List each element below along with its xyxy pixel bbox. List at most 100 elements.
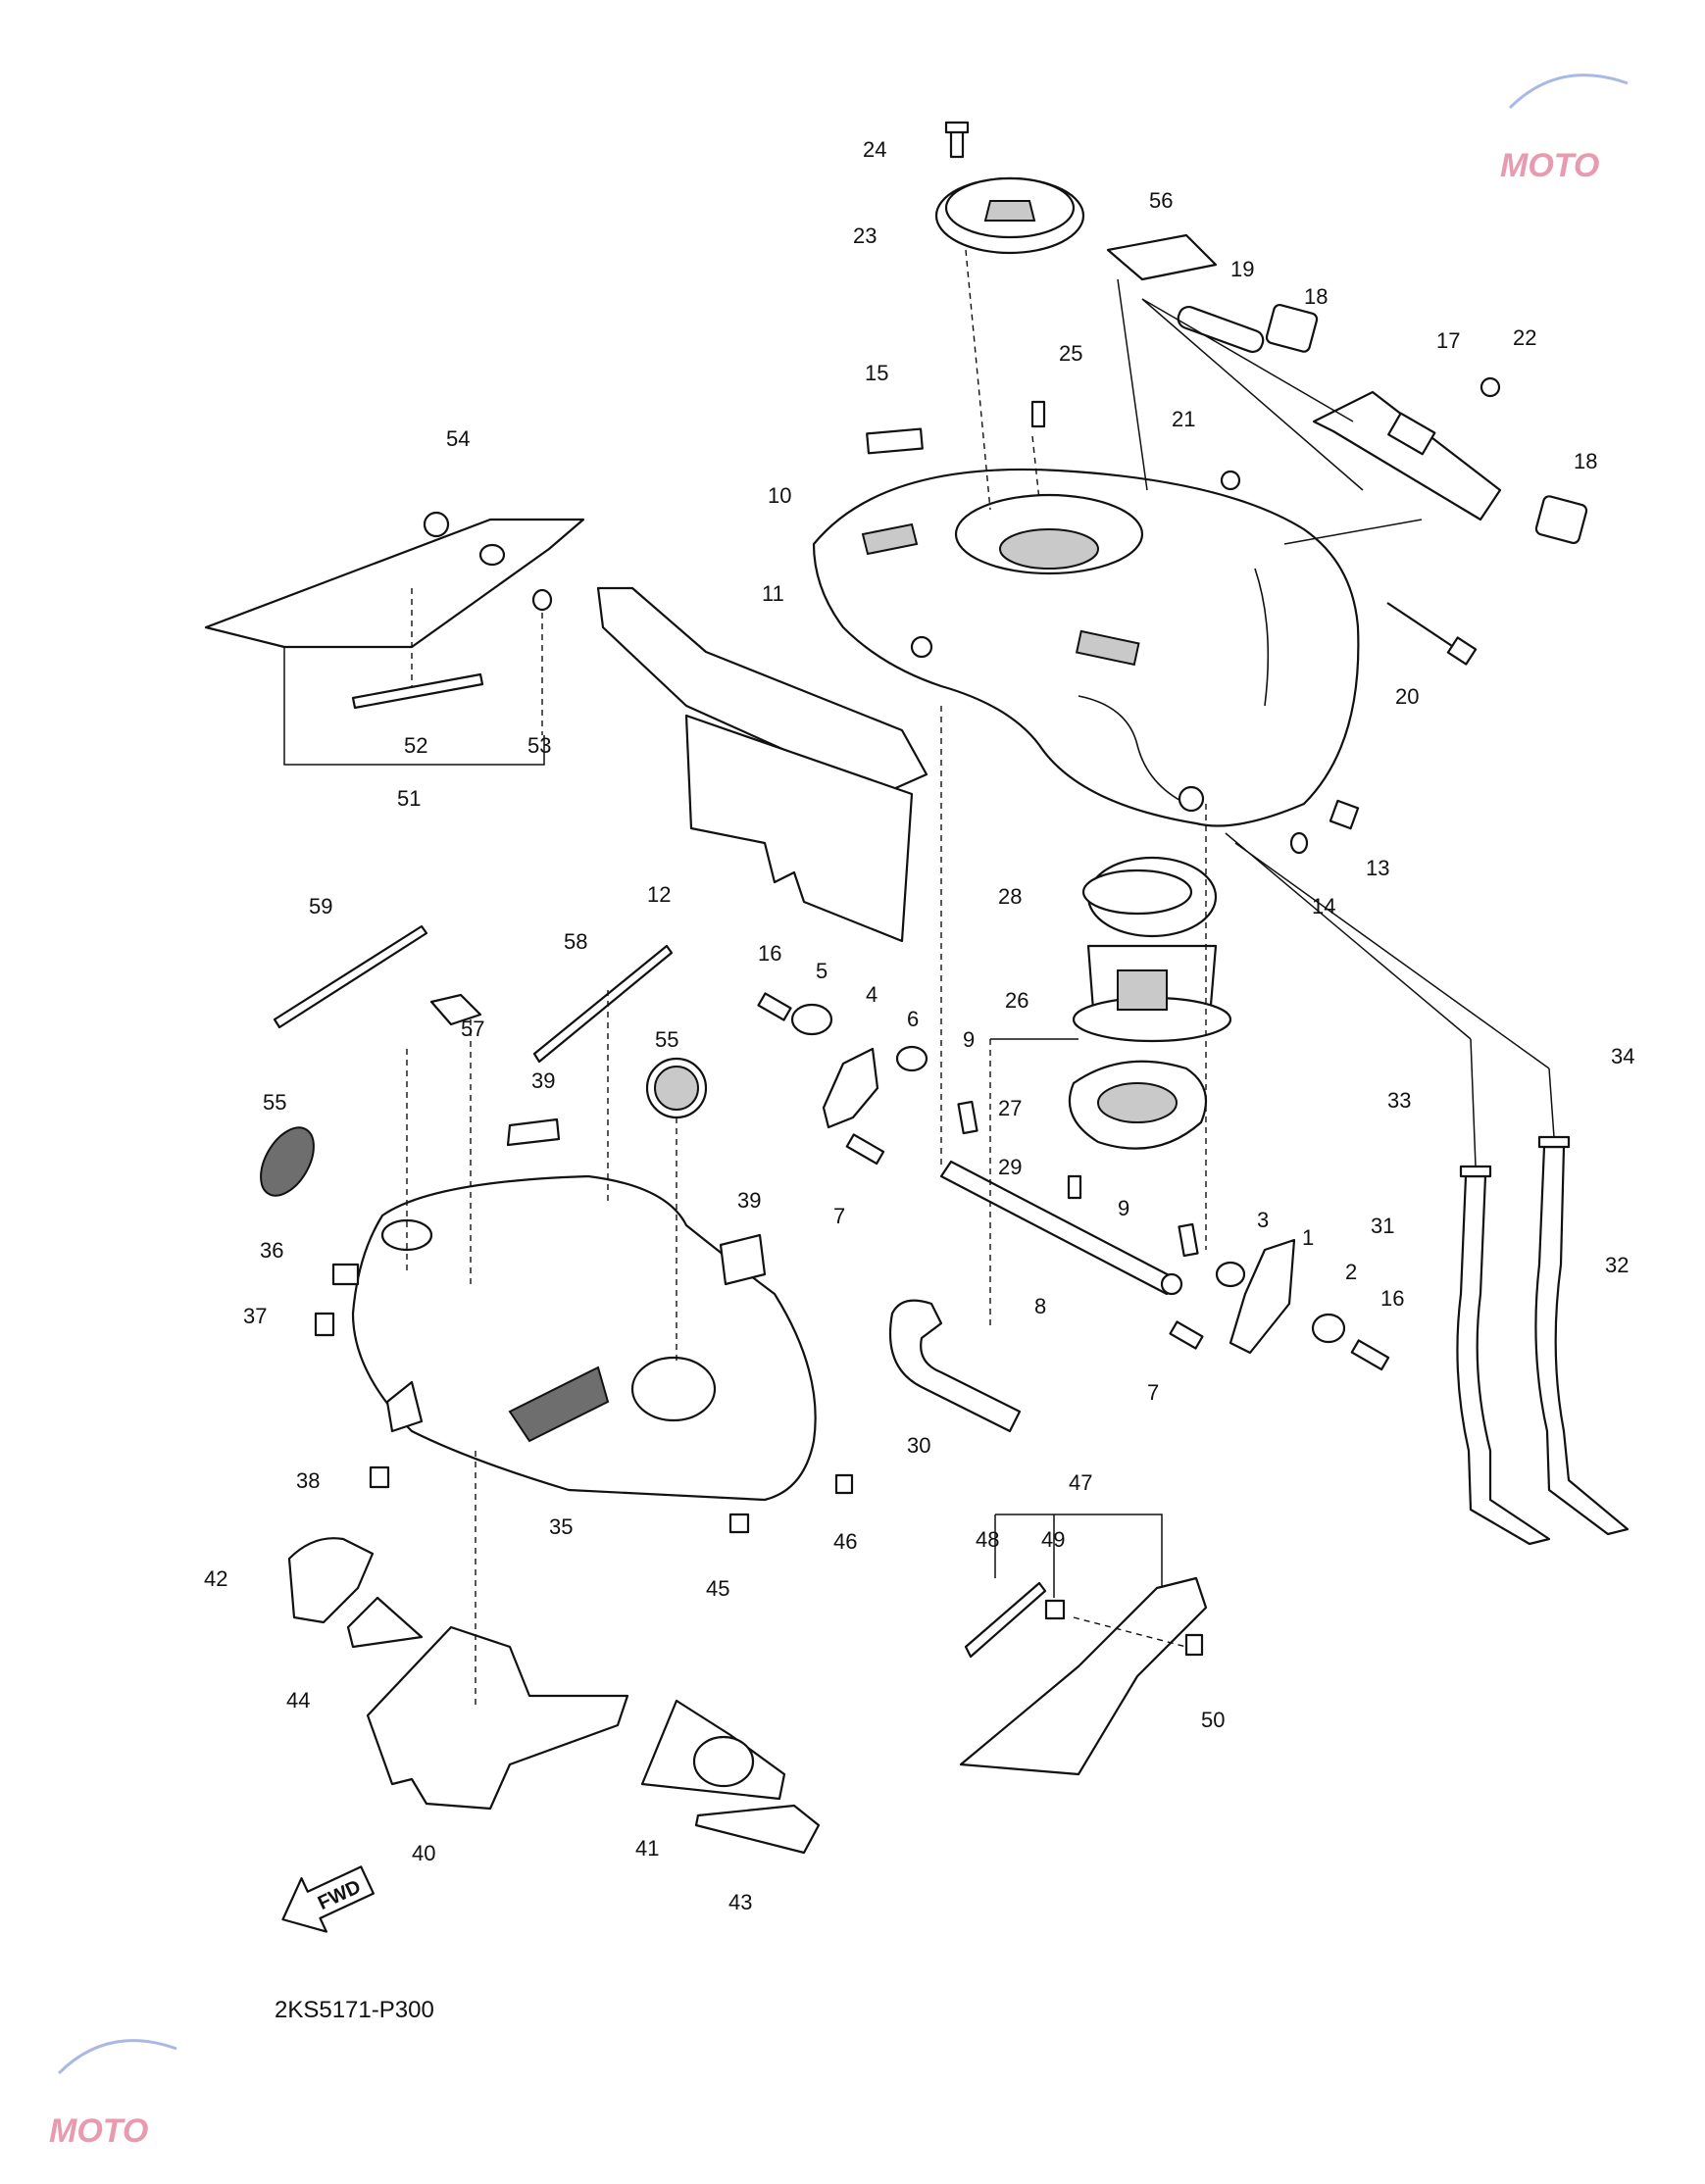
callout-8: 8: [1034, 1294, 1046, 1318]
hose-31: [1456, 1174, 1551, 1546]
screw-46: [834, 1473, 854, 1495]
callout-11: 11: [762, 581, 784, 606]
callout-52: 52: [404, 733, 427, 758]
callout-35: 35: [549, 1514, 573, 1539]
callout-45: 45: [706, 1576, 729, 1601]
callout-20: 20: [1395, 684, 1419, 709]
callout-12: 12: [647, 882, 671, 907]
hose-fitting: [888, 1299, 1022, 1433]
callout-48: 48: [976, 1527, 999, 1552]
pump-gasket: [1081, 869, 1193, 916]
callout-14: 14: [1312, 894, 1335, 918]
cover-44: [346, 1596, 424, 1649]
callout-24: 24: [863, 137, 886, 162]
callout-36: 36: [260, 1238, 283, 1263]
callout-39b: 39: [737, 1188, 761, 1213]
strip-58: [532, 944, 674, 1064]
callout-31: 31: [1371, 1214, 1394, 1238]
watermark-logo-bottom: MOTO: [49, 2039, 177, 2150]
strip-59: [273, 924, 428, 1029]
callout-19: 19: [1230, 257, 1254, 281]
hinge-bracket-right: [957, 1100, 1390, 1371]
callout-53: 53: [527, 733, 551, 758]
callout-29: 29: [998, 1155, 1022, 1179]
forward-direction-arrow: FWD: [281, 1865, 375, 1933]
callout-56: 56: [1149, 188, 1173, 213]
panel-40: [366, 1625, 629, 1811]
svg-text:MOTO: MOTO: [1500, 147, 1599, 184]
callout-41: 41: [635, 1836, 659, 1861]
leader-lines: [283, 249, 1555, 1706]
cap-bolt: [944, 121, 970, 159]
callout-38: 38: [296, 1468, 320, 1493]
callout-28: 28: [998, 884, 1022, 909]
callout-22: 22: [1513, 325, 1536, 350]
callout-4: 4: [866, 982, 878, 1007]
grommet-37: [314, 1312, 335, 1337]
callout-57: 57: [461, 1017, 484, 1041]
screw-36: [331, 1263, 360, 1286]
callout-16b: 16: [1380, 1286, 1404, 1311]
callout-59: 59: [309, 894, 332, 918]
grommet-49: [1044, 1599, 1066, 1620]
long-bolt: [1386, 602, 1478, 666]
emblem-57: [429, 993, 482, 1026]
warning-label: [1106, 233, 1218, 281]
decal-39-right: [719, 1233, 767, 1286]
fuel-tank: [812, 468, 1360, 827]
tank-cover-35: [351, 1174, 817, 1502]
callout-9b: 9: [1118, 1196, 1129, 1220]
callout-32: 32: [1605, 1253, 1629, 1277]
callout-7a: 7: [833, 1204, 845, 1228]
callout-47: 47: [1069, 1470, 1092, 1495]
callout-16a: 16: [758, 941, 781, 966]
callout-42: 42: [204, 1566, 227, 1591]
callout-1: 1: [1302, 1225, 1314, 1250]
callout-2: 2: [1345, 1260, 1357, 1284]
callout-58: 58: [564, 929, 587, 954]
watermark-logo-top: MOTO: [1500, 74, 1629, 184]
callout-43: 43: [728, 1890, 752, 1914]
callout-55b: 55: [655, 1027, 678, 1052]
callout-25: 25: [1059, 341, 1082, 366]
tank-bracket-assembly: [1177, 303, 1588, 545]
callout-9a: 9: [963, 1027, 975, 1052]
clip-38: [369, 1465, 390, 1489]
svg-text:MOTO: MOTO: [49, 2112, 148, 2150]
callout-18a: 18: [1304, 284, 1328, 309]
hose-32: [1534, 1145, 1630, 1536]
callout-51: 51: [397, 786, 421, 811]
callout-27: 27: [998, 1096, 1022, 1120]
callout-33: 33: [1387, 1088, 1411, 1113]
emblem-55-center: [645, 1057, 708, 1119]
hinge-bracket-left: [757, 992, 928, 1166]
callout-44: 44: [286, 1688, 310, 1712]
panel-43: [694, 1804, 821, 1855]
callout-23: 23: [853, 223, 877, 248]
callout-40: 40: [412, 1841, 435, 1865]
grommet-13: [1329, 799, 1360, 830]
hinge-rod: [939, 1160, 1183, 1296]
inner-panel-11: [596, 586, 928, 796]
bolt-25: [1030, 400, 1046, 428]
clamp-34: [1537, 1135, 1571, 1149]
callout-37: 37: [243, 1304, 267, 1328]
callout-21: 21: [1172, 407, 1195, 431]
callout-labels: 1 2 3 4 5 6 7 7 8 9 9 10 11 12 13 14 15 …: [204, 137, 1634, 1914]
callout-3: 3: [1257, 1208, 1269, 1232]
callout-6: 6: [907, 1007, 919, 1031]
callout-39a: 39: [531, 1068, 555, 1093]
callout-34: 34: [1611, 1044, 1634, 1068]
pump-plate: [1068, 1060, 1208, 1150]
strip-48: [964, 1581, 1047, 1659]
callout-5: 5: [816, 959, 827, 983]
clamp-33: [1459, 1165, 1492, 1178]
bolt-50: [1184, 1633, 1204, 1657]
callout-30: 30: [907, 1433, 930, 1458]
callout-54: 54: [446, 426, 470, 451]
side-cover-47: [959, 1576, 1208, 1776]
decal-39-left: [506, 1117, 561, 1147]
callout-17: 17: [1436, 328, 1460, 353]
callout-46: 46: [833, 1529, 857, 1554]
